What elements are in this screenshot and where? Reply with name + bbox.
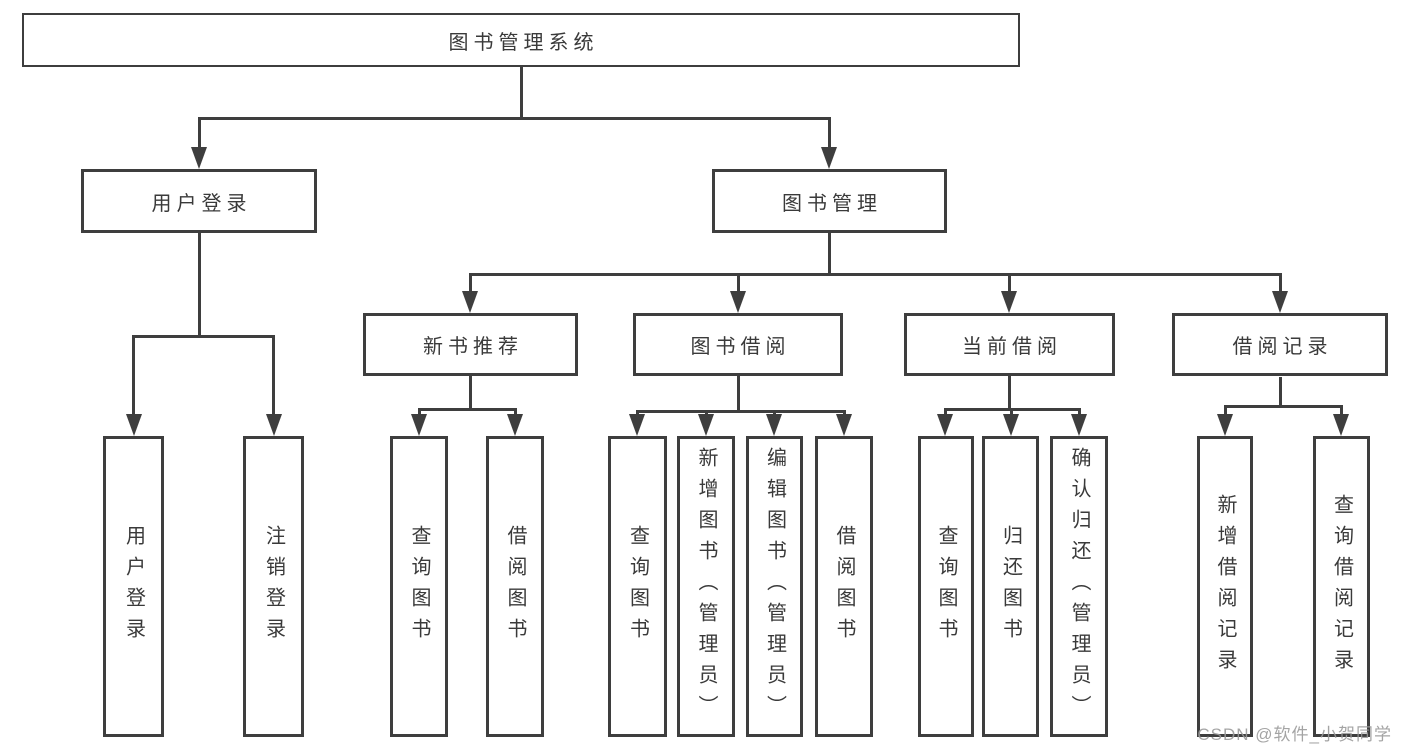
- connector-line: [736, 273, 740, 295]
- leaf-borrow-edit-books-admin: 编辑图书（管理员）: [746, 436, 803, 737]
- node-borrowing-records: 借阅记录: [1172, 313, 1388, 376]
- connector-line: [943, 408, 1081, 411]
- node-new-book-recommend: 新书推荐: [363, 313, 578, 376]
- leaf-borrow-add-books-admin: 新增图书（管理员）: [677, 436, 735, 737]
- leaf-borrow-lend-books: 借阅图书: [815, 436, 873, 737]
- node-label: 借阅图书: [504, 524, 526, 649]
- connector-line: [197, 117, 201, 150]
- node-label: 图书管理: [782, 192, 882, 215]
- connector-line: [1339, 405, 1343, 418]
- connector-line: [1223, 405, 1343, 408]
- connector-line: [1007, 273, 1011, 295]
- arrow-down-icon: [1071, 414, 1087, 436]
- connector-line: [1223, 405, 1227, 418]
- connector-line: [272, 335, 275, 418]
- connector-line: [468, 376, 472, 410]
- connector-line: [197, 117, 831, 120]
- node-book-management-module: 图书管理: [712, 169, 947, 233]
- connector-line: [635, 410, 846, 413]
- arrow-down-icon: [766, 414, 782, 436]
- node-label: 新增图书（管理员）: [695, 447, 717, 726]
- leaf-current-confirm-return-admin: 确认归还（管理员）: [1050, 436, 1108, 737]
- arrow-down-icon: [462, 291, 478, 313]
- csdn-watermark: CSDN @软件_小贺同学: [1197, 725, 1392, 744]
- connector-line: [513, 408, 517, 418]
- node-label: 归还图书: [999, 524, 1022, 649]
- node-user-login-module: 用户登录: [81, 169, 317, 233]
- node-label: 编辑图书（管理员）: [763, 447, 786, 726]
- node-label: 图书借阅: [690, 336, 791, 358]
- connector-line: [943, 408, 947, 418]
- connector-line: [1278, 377, 1282, 407]
- connector-line: [827, 233, 831, 275]
- connector-line: [1278, 273, 1282, 295]
- node-label: 用户登录: [122, 524, 145, 649]
- leaf-records-add-record: 新增借阅记录: [1197, 436, 1253, 737]
- node-label: 当前借阅: [962, 336, 1062, 358]
- connector-line: [132, 335, 275, 338]
- arrow-down-icon: [698, 414, 714, 436]
- connector-line: [417, 408, 517, 411]
- connector-line: [1007, 376, 1011, 410]
- arrow-down-icon: [1272, 291, 1288, 313]
- leaf-user-logout: 注销登录: [243, 436, 304, 737]
- node-label: 查询图书: [408, 524, 430, 649]
- connector-line: [1077, 408, 1081, 418]
- leaf-recommend-borrow-books: 借阅图书: [486, 436, 544, 737]
- leaf-user-login: 用户登录: [103, 436, 164, 737]
- connector-line: [417, 408, 421, 418]
- arrow-down-icon: [937, 414, 953, 436]
- node-label: 借阅记录: [1232, 336, 1333, 358]
- node-label: 新书推荐: [423, 336, 523, 358]
- arrow-down-icon: [411, 414, 427, 436]
- arrow-down-icon: [629, 414, 645, 436]
- leaf-borrow-query-books: 查询图书: [608, 436, 667, 737]
- node-label: 查询图书: [935, 524, 957, 649]
- arrow-down-icon: [836, 414, 852, 436]
- node-label: 图书管理系统: [448, 31, 599, 54]
- arrow-down-icon: [1333, 414, 1349, 436]
- leaf-current-query-books: 查询图书: [918, 436, 974, 737]
- leaf-records-query-record: 查询借阅记录: [1313, 436, 1370, 737]
- node-label: 用户登录: [151, 192, 252, 215]
- arrow-down-icon: [730, 291, 746, 313]
- leaf-recommend-query-books: 查询图书: [390, 436, 448, 737]
- node-label: 注销登录: [262, 524, 285, 649]
- connector-line: [468, 273, 472, 295]
- connector-line: [827, 117, 831, 150]
- leaf-current-return-books: 归还图书: [982, 436, 1039, 737]
- node-root-library-system: 图书管理系统: [22, 13, 1020, 67]
- arrow-down-icon: [1003, 414, 1019, 436]
- node-label: 借阅图书: [833, 524, 855, 649]
- connector-line: [197, 233, 201, 337]
- arrow-down-icon: [1217, 414, 1233, 436]
- arrow-down-icon: [265, 414, 282, 436]
- arrow-down-icon: [1001, 291, 1017, 313]
- node-book-borrowing: 图书借阅: [633, 313, 843, 376]
- connector-line: [1009, 408, 1013, 418]
- node-label: 新增借阅记录: [1214, 493, 1236, 680]
- connector-line: [736, 376, 740, 412]
- arrow-down-icon: [821, 147, 837, 169]
- connector-line: [132, 335, 135, 418]
- node-label: 确认归还（管理员）: [1068, 447, 1090, 726]
- node-label: 查询图书: [626, 524, 649, 649]
- arrow-down-icon: [507, 414, 523, 436]
- connector-line: [519, 67, 523, 118]
- arrow-down-icon: [191, 147, 207, 169]
- arrow-down-icon: [125, 414, 142, 436]
- node-current-borrowing: 当前借阅: [904, 313, 1115, 376]
- connector-line: [468, 273, 1282, 276]
- node-label: 查询借阅记录: [1330, 493, 1353, 680]
